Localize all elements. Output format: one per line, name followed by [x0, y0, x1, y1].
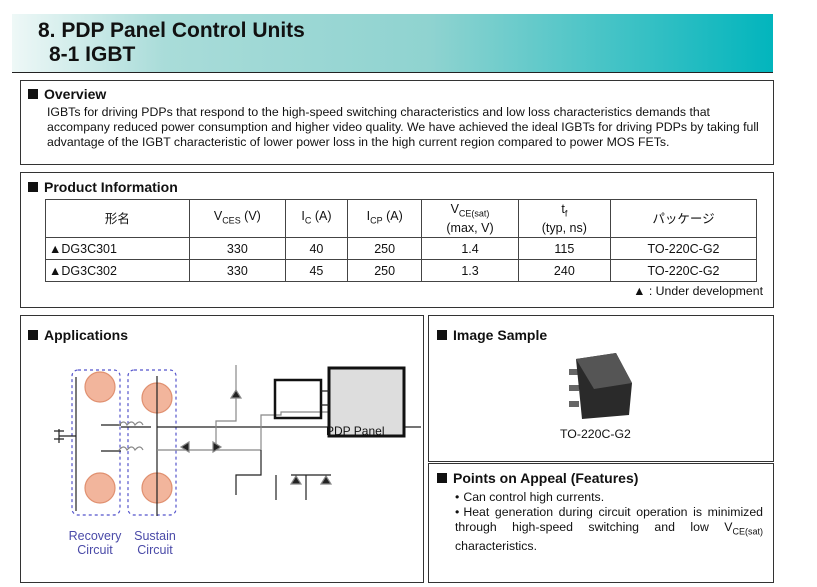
page-subtitle: 8-1 IGBT: [49, 43, 136, 66]
features-section: Points on Appeal (Features) Can control …: [428, 463, 774, 583]
table-cell: 115: [517, 237, 611, 260]
features-heading: Points on Appeal (Features): [437, 470, 638, 486]
column-header: VCE(sat)(max, V): [421, 199, 519, 238]
package-image: [569, 353, 632, 419]
table-cell: 1.3: [421, 259, 519, 282]
column-header: tf(typ, ns): [517, 199, 611, 238]
development-note: ▲ : Under development: [633, 284, 763, 298]
table-cell: ▲DG3C301: [45, 237, 190, 260]
product-heading: Product Information: [28, 179, 178, 195]
table-cell: 45: [284, 259, 349, 282]
table-cell: 40: [284, 237, 349, 260]
column-header: ICP (A): [347, 199, 423, 238]
table-cell: 330: [188, 259, 286, 282]
column-header: 形名: [45, 199, 190, 238]
table-cell: TO-220C-G2: [609, 259, 758, 282]
column-header: パッケージ: [609, 199, 758, 238]
table-cell: 250: [347, 259, 423, 282]
table-cell: 240: [517, 259, 611, 282]
table-cell: 250: [347, 237, 423, 260]
column-header: IC (A): [284, 199, 349, 238]
applications-section: Applications PDP Panel Recovery Circuit …: [20, 315, 424, 583]
page-header: 8. PDP Panel Control Units 8-1 IGBT: [12, 14, 773, 73]
recovery-circuit-label: Recovery Circuit: [68, 529, 122, 557]
feature-item: Can control high currents.: [455, 490, 763, 505]
package-caption: TO-220C-G2: [560, 427, 631, 441]
feature-item: Heat generation during circuit operation…: [455, 505, 763, 554]
circuit-diagram: [54, 365, 421, 516]
table-cell: 1.4: [421, 237, 519, 260]
applications-heading: Applications: [28, 327, 128, 343]
column-header: VCES (V): [188, 199, 286, 238]
table-cell: ▲DG3C302: [45, 259, 190, 282]
overview-text: IGBTs for driving PDPs that respond to t…: [47, 105, 759, 149]
table-cell: TO-220C-G2: [609, 237, 758, 260]
image-sample-section: Image Sample TO-220C-G2: [428, 315, 774, 462]
overview-heading: Overview: [28, 86, 106, 102]
image-sample-heading: Image Sample: [437, 327, 547, 343]
features-list: Can control high currents. Heat generati…: [455, 490, 763, 554]
sustain-circuit-label: Sustain Circuit: [134, 529, 176, 557]
pdp-panel-label: PDP Panel: [326, 424, 385, 438]
table-cell: 330: [188, 237, 286, 260]
page-title: 8. PDP Panel Control Units: [38, 19, 305, 42]
overview-section: Overview IGBTs for driving PDPs that res…: [20, 80, 774, 165]
